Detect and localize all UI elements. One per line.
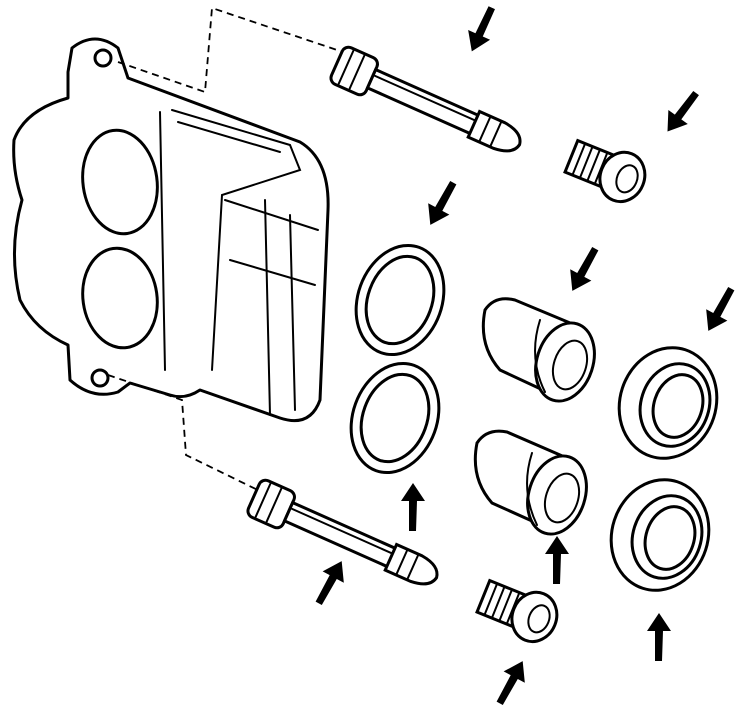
piston-upper-face-inner (551, 339, 589, 391)
caliper-mount-hole-lower (90, 368, 110, 388)
piston-seal-lower-outer (609, 478, 711, 592)
piston-upper (481, 297, 596, 403)
caliper-outline (12, 37, 330, 423)
guide-pin-upper-tip (466, 109, 522, 153)
caliper-rib-3 (264, 199, 271, 416)
caliper-inner-edge (177, 121, 281, 153)
caliper-rib-1 (224, 199, 319, 231)
leader-line-upper (117, 6, 353, 94)
guide-pin-upper (329, 45, 522, 153)
caliper-rib-4 (289, 214, 296, 411)
caliper-pad-window (171, 109, 302, 371)
arrow-guide-pin-upper (468, 6, 495, 52)
piston-seal-lower (609, 478, 711, 592)
guide-pin-upper-grooves (478, 115, 503, 148)
piston-lower-face-inner (543, 472, 581, 524)
bleeder-cap-upper-face (615, 164, 639, 194)
arrow-piston-seal-upper (706, 287, 735, 331)
dust-seal-upper (354, 243, 446, 357)
arrow-piston-lower (545, 536, 569, 584)
piston-seal-upper (617, 346, 719, 460)
caliper-bore-lower (81, 246, 159, 350)
bleeder-cap-lower-ridges (483, 582, 521, 626)
piston-upper-groove (534, 319, 546, 393)
piston-lower (473, 429, 588, 536)
arrow-bleeder-cap-upper (667, 90, 699, 132)
piston-seal-lower-mid (630, 494, 704, 580)
piston-seal-lower-inner (643, 505, 697, 571)
piston-lower-groove (526, 452, 538, 526)
caliper-rib-2 (229, 259, 316, 286)
bleeder-cap-lower-face (527, 604, 551, 634)
guide-pin-lower (246, 478, 439, 586)
dust-seal-lower-outer (349, 361, 441, 475)
bleeder-cap-upper-head (598, 150, 647, 204)
arrow-bleeder-cap-lower (496, 661, 525, 705)
bleeder-cap-lower-head (510, 590, 559, 644)
bleeder-cap-upper-ridges (571, 142, 609, 186)
caliper-body (12, 37, 330, 423)
leader-lines (107, 6, 353, 496)
indicator-arrows (315, 6, 735, 705)
bleeder-cap-upper (563, 138, 647, 204)
dust-seal-upper-inner (364, 254, 436, 346)
bleeder-cap-lower (475, 578, 559, 644)
leader-line-lower (107, 374, 269, 496)
guide-pin-lower-tip (383, 542, 439, 586)
piston-seal-upper-mid (638, 362, 712, 448)
guide-pin-lower-grooves (395, 548, 420, 581)
guide-pin-upper-flats (337, 49, 366, 90)
dust-seal-lower-inner (359, 372, 431, 464)
dust-seal-lower (349, 361, 441, 475)
piston-seal-upper-inner (651, 373, 705, 439)
arrow-piston-seal-lower (647, 613, 671, 661)
caliper-bore-upper (81, 128, 159, 236)
arrow-dust-seal-upper (428, 181, 457, 225)
guide-pin-lower-flats (254, 482, 283, 523)
dust-seal-upper-outer (354, 243, 446, 357)
arrow-piston-upper (570, 247, 599, 291)
piston-seal-upper-outer (617, 346, 719, 460)
caliper-edge-line (159, 111, 166, 371)
arrow-guide-pin-lower (315, 561, 344, 605)
arrow-dust-seal-lower (401, 483, 425, 531)
caliper-mount-hole-upper (93, 48, 113, 68)
